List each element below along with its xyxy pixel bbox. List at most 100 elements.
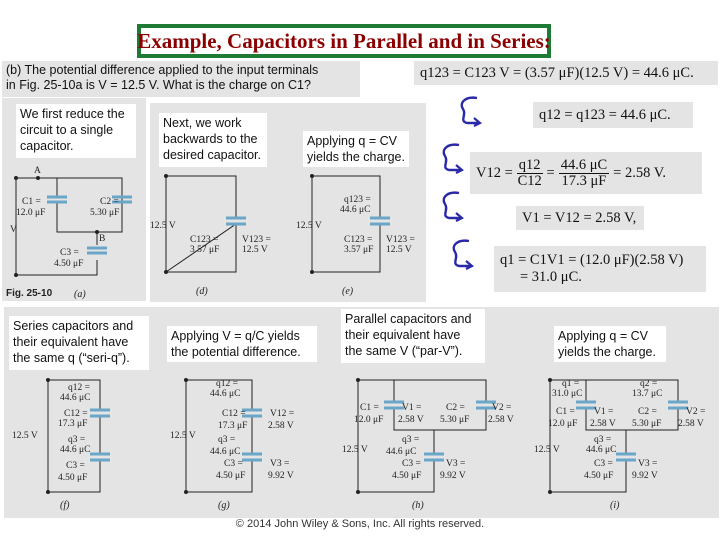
g-v3-label: V3 = [270,459,289,469]
i-voltage: 12.5 V [534,445,560,455]
c2-value: 5.30 μF [90,208,119,218]
g-voltage: 12.5 V [170,431,196,441]
i-c3-label: C3 = [594,459,613,469]
f-c3-label: C3 = [66,461,85,471]
problem-part: (b) [6,63,22,77]
equation-v12-rhs: = 2.58 V. [613,164,666,181]
d-voltage: 12.5 V [150,221,176,231]
i-v2-label: V2 = [686,407,705,417]
circuit-h: 12.5 V C1 = 12.0 μF V1 = 2.58 V C2 = 5.3… [342,378,514,511]
circuit-g: 12.5 V q12 = 44.6 μC C12 = 17.3 μF V12 =… [170,378,294,511]
curly-arrow-icon [442,191,464,222]
frac1-numerator: q12 [516,156,543,174]
h-c2-value: 5.30 μF [440,415,469,425]
fig-i-label: (i) [610,500,620,511]
i-q3-label: q3 = [594,435,611,445]
circuit-i: 12.5 V q1 = 31.0 μC q2 = 13.7 μC C1 = 12… [534,378,705,511]
fig-h-label: (h) [412,500,424,511]
v-label: V [10,225,17,235]
fig-a-label: (a) [74,289,86,300]
note-reduce: We first reduce the circuit to a single … [16,104,136,158]
fig-e-label: (e) [342,286,354,297]
i-q2-label: q2 = [640,379,657,389]
title-box: Example, Capacitors in Parallel and in S… [137,24,551,58]
note-apply-q-i: Applying q = CV yields the charge. [554,326,666,362]
i-q1-value: 31.0 μC [552,389,582,399]
node-a-label: A [34,166,41,176]
c2-label: C2 = [100,197,119,207]
curly-arrow-icon [452,239,474,270]
equation-q12: q12 = q123 = 44.6 μC. [533,102,693,128]
h-c3-label: C3 = [402,459,421,469]
fig-number: Fig. 25-10 [6,288,53,299]
h-v3-value: 9.92 V [440,471,466,481]
equation-q1-line2: = 31.0 μC. [520,269,582,285]
f-voltage: 12.5 V [12,431,38,441]
d-c123-value: 3.57 μF [190,245,219,255]
h-q3-label: q3 = [402,435,419,445]
f-c3-value: 4.50 μF [58,473,87,483]
equation-v1-text: V1 = V12 = 2.58 V, [522,209,637,226]
i-c2-label: C2 = [638,407,657,417]
e-voltage: 12.5 V [296,221,322,231]
f-q3-label: q3 = [68,435,85,445]
i-v1-value: 2.58 V [590,419,616,429]
f-c12-label: C12 = [64,409,88,419]
note-parallel-v: Parallel capacitors and their equivalent… [341,309,485,363]
d-c123-label: C123 = [190,235,218,245]
fig-f-label: (f) [60,500,70,511]
c3-value: 4.50 μF [54,259,83,269]
d-v123-label: V123 = [242,235,271,245]
equation-q12-text: q12 = q123 = 44.6 μC. [539,106,671,123]
i-q1-label: q1 = [562,379,579,389]
g-v12-label: V12 = [270,409,294,419]
d-v123-value: 12.5 V [242,245,268,255]
i-q2-value: 13.7 μC [632,389,662,399]
copyright-footer: © 2014 John Wiley & Sons, Inc. All right… [235,518,485,530]
problem-text-1: The potential difference applied to the … [24,63,319,77]
frac2-denominator: 17.3 μF [561,172,607,189]
e-q123-value: 44.6 μC [340,205,370,215]
g-q12-value: 44.6 μC [210,389,240,399]
h-c1-value: 12.0 μF [354,415,383,425]
note-apply-q-e: Applying q = CV yields the charge. [303,131,409,167]
note-series-q: Series capacitors and their equivalent h… [9,316,149,370]
problem-panel: (b) The potential difference applied to … [2,61,360,97]
equation-q1-line1: q1 = C1V1 = (12.0 μF)(2.58 V) [500,252,684,268]
g-q3-label: q3 = [218,435,235,445]
f-q3-value: 44.6 μC [60,445,90,455]
h-c3-value: 4.50 μF [392,471,421,481]
i-v3-label: V3 = [638,459,657,469]
h-v3-label: V3 = [446,459,465,469]
equation-q123: q123 = C123 V = (3.57 μF)(12.5 V) = 44.6… [414,61,718,85]
circuit-f: 12.5 V q12 = 44.6 μC C12 = 17.3 μF q3 = … [12,378,110,511]
frac2-numerator: 44.6 μC [558,156,610,174]
g-c12-value: 17.3 μF [218,421,247,431]
g-v12-value: 2.58 V [268,421,294,431]
c3-label: C3 = [60,248,79,258]
equation-v12-frac2: 44.6 μC 17.3 μF [558,156,610,189]
h-v2-value: 2.58 V [488,415,514,425]
g-q3-value: 44.6 μC [210,447,240,457]
circuit-e: 12.5 V q123 = 44.6 μC C123 = 3.57 μF V12… [296,174,415,297]
i-v3-value: 9.92 V [632,471,658,481]
problem-line-1: (b) The potential difference applied to … [6,63,356,78]
i-v1-label: V1 = [594,407,613,417]
i-c3-value: 4.50 μF [584,471,613,481]
h-c1-label: C1 = [360,403,379,413]
curly-arrow-icon [442,143,464,174]
h-voltage: 12.5 V [342,445,368,455]
slide-title: Example, Capacitors in Parallel and in S… [137,28,551,53]
equation-q123-text: q123 = C123 V = (3.57 μF)(12.5 V) = 44.6… [420,64,694,81]
h-c2-label: C2 = [446,403,465,413]
g-q12-label: q12 = [216,379,238,389]
e-c123-label: C123 = [344,235,372,245]
e-c123-value: 3.57 μF [344,245,373,255]
g-c3-label: C3 = [224,459,243,469]
circuit-a: A B V C1 = 12.0 μF C2 = 5.30 μF C3 = 4.5… [6,166,132,300]
node-b-label: B [99,234,105,244]
problem-text-2: in Fig. 25-10a is V = 12.5 V. What is th… [6,78,311,92]
equation-v12-lhs: V12 = [476,164,513,181]
equation-q1: q1 = C1V1 = (12.0 μF)(2.58 V) = 31.0 μC. [494,246,706,292]
circuit-d: 12.5 V C123 = 3.57 μF V123 = 12.5 V (d) [150,174,271,297]
